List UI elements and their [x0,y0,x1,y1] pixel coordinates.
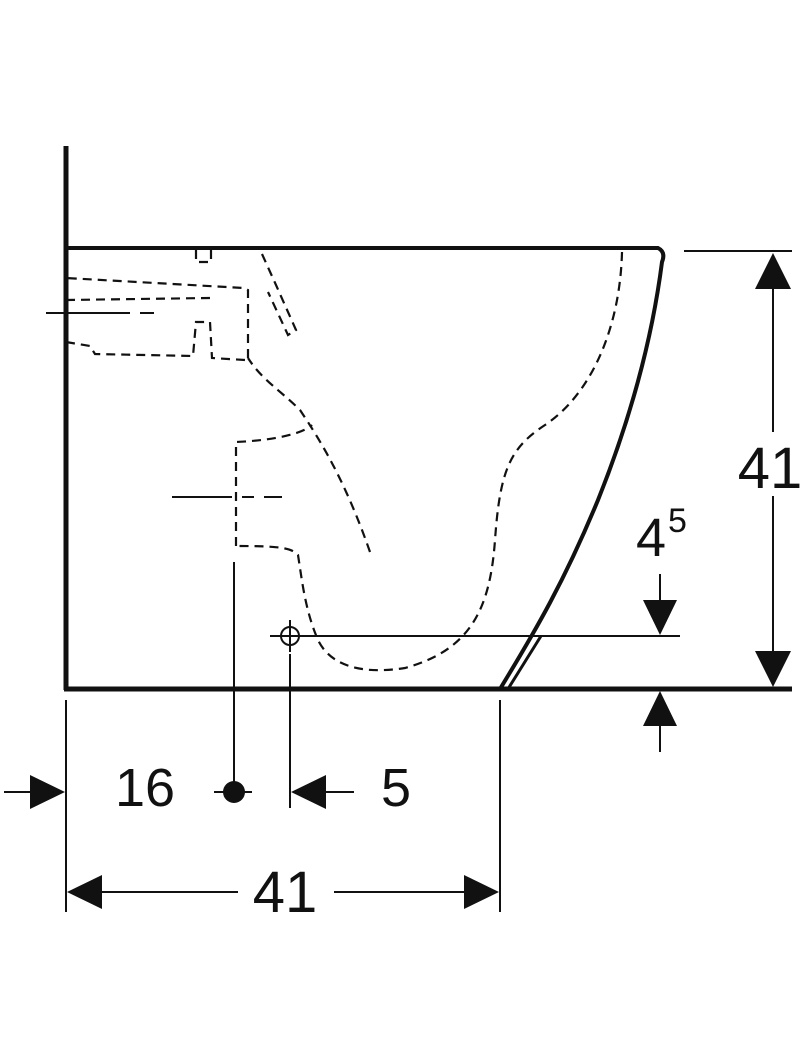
height-dimension-label: 41 [738,436,800,501]
dimension-wall-to-fixing: 16 [4,758,252,818]
rim-channel-dashed [65,276,250,358]
fixing-point-marker [223,781,245,803]
hidden-lines [65,250,624,672]
outlet-height-label: 4 [636,508,666,568]
depth-dimension-label: 41 [253,860,318,925]
dimension-depth: 41 [67,860,499,925]
dimension-outlet-height: 4 5 [636,502,687,752]
toilet-body [66,246,666,691]
dimension-fixing-to-outlet: 5 [291,758,411,818]
wall-and-floor [63,146,792,692]
inlet-lower-dashed [65,320,246,362]
height-arrow-down [755,651,791,687]
extension-lines [65,250,792,912]
trapway-dashed [247,357,372,553]
fixing-to-outlet-label: 5 [381,758,411,818]
bowl-interior-dashed [237,251,624,672]
wall-to-fixing-arrow [30,775,65,809]
outlet-cross-mark [274,620,306,652]
outlet-height-superscript: 5 [668,502,687,540]
outlet-height-arrow-up [643,691,677,726]
depth-arrow-left [67,875,102,909]
outlet-height-arrow-down [643,600,677,635]
centre-lines [46,312,680,637]
inlet-upper-dashed [65,296,211,302]
flush-connector-dashed [194,250,213,264]
foot-line [506,635,543,690]
dimension-height: 41 [730,253,800,687]
depth-arrow-right [464,875,499,909]
wall-to-fixing-label: 16 [115,758,175,818]
toilet-outline [66,246,666,691]
outlet-channel-dashed [234,424,313,546]
fixing-to-outlet-arrow [291,775,326,809]
flush-pipe-dashed [260,253,298,337]
height-arrow-up [755,253,791,289]
